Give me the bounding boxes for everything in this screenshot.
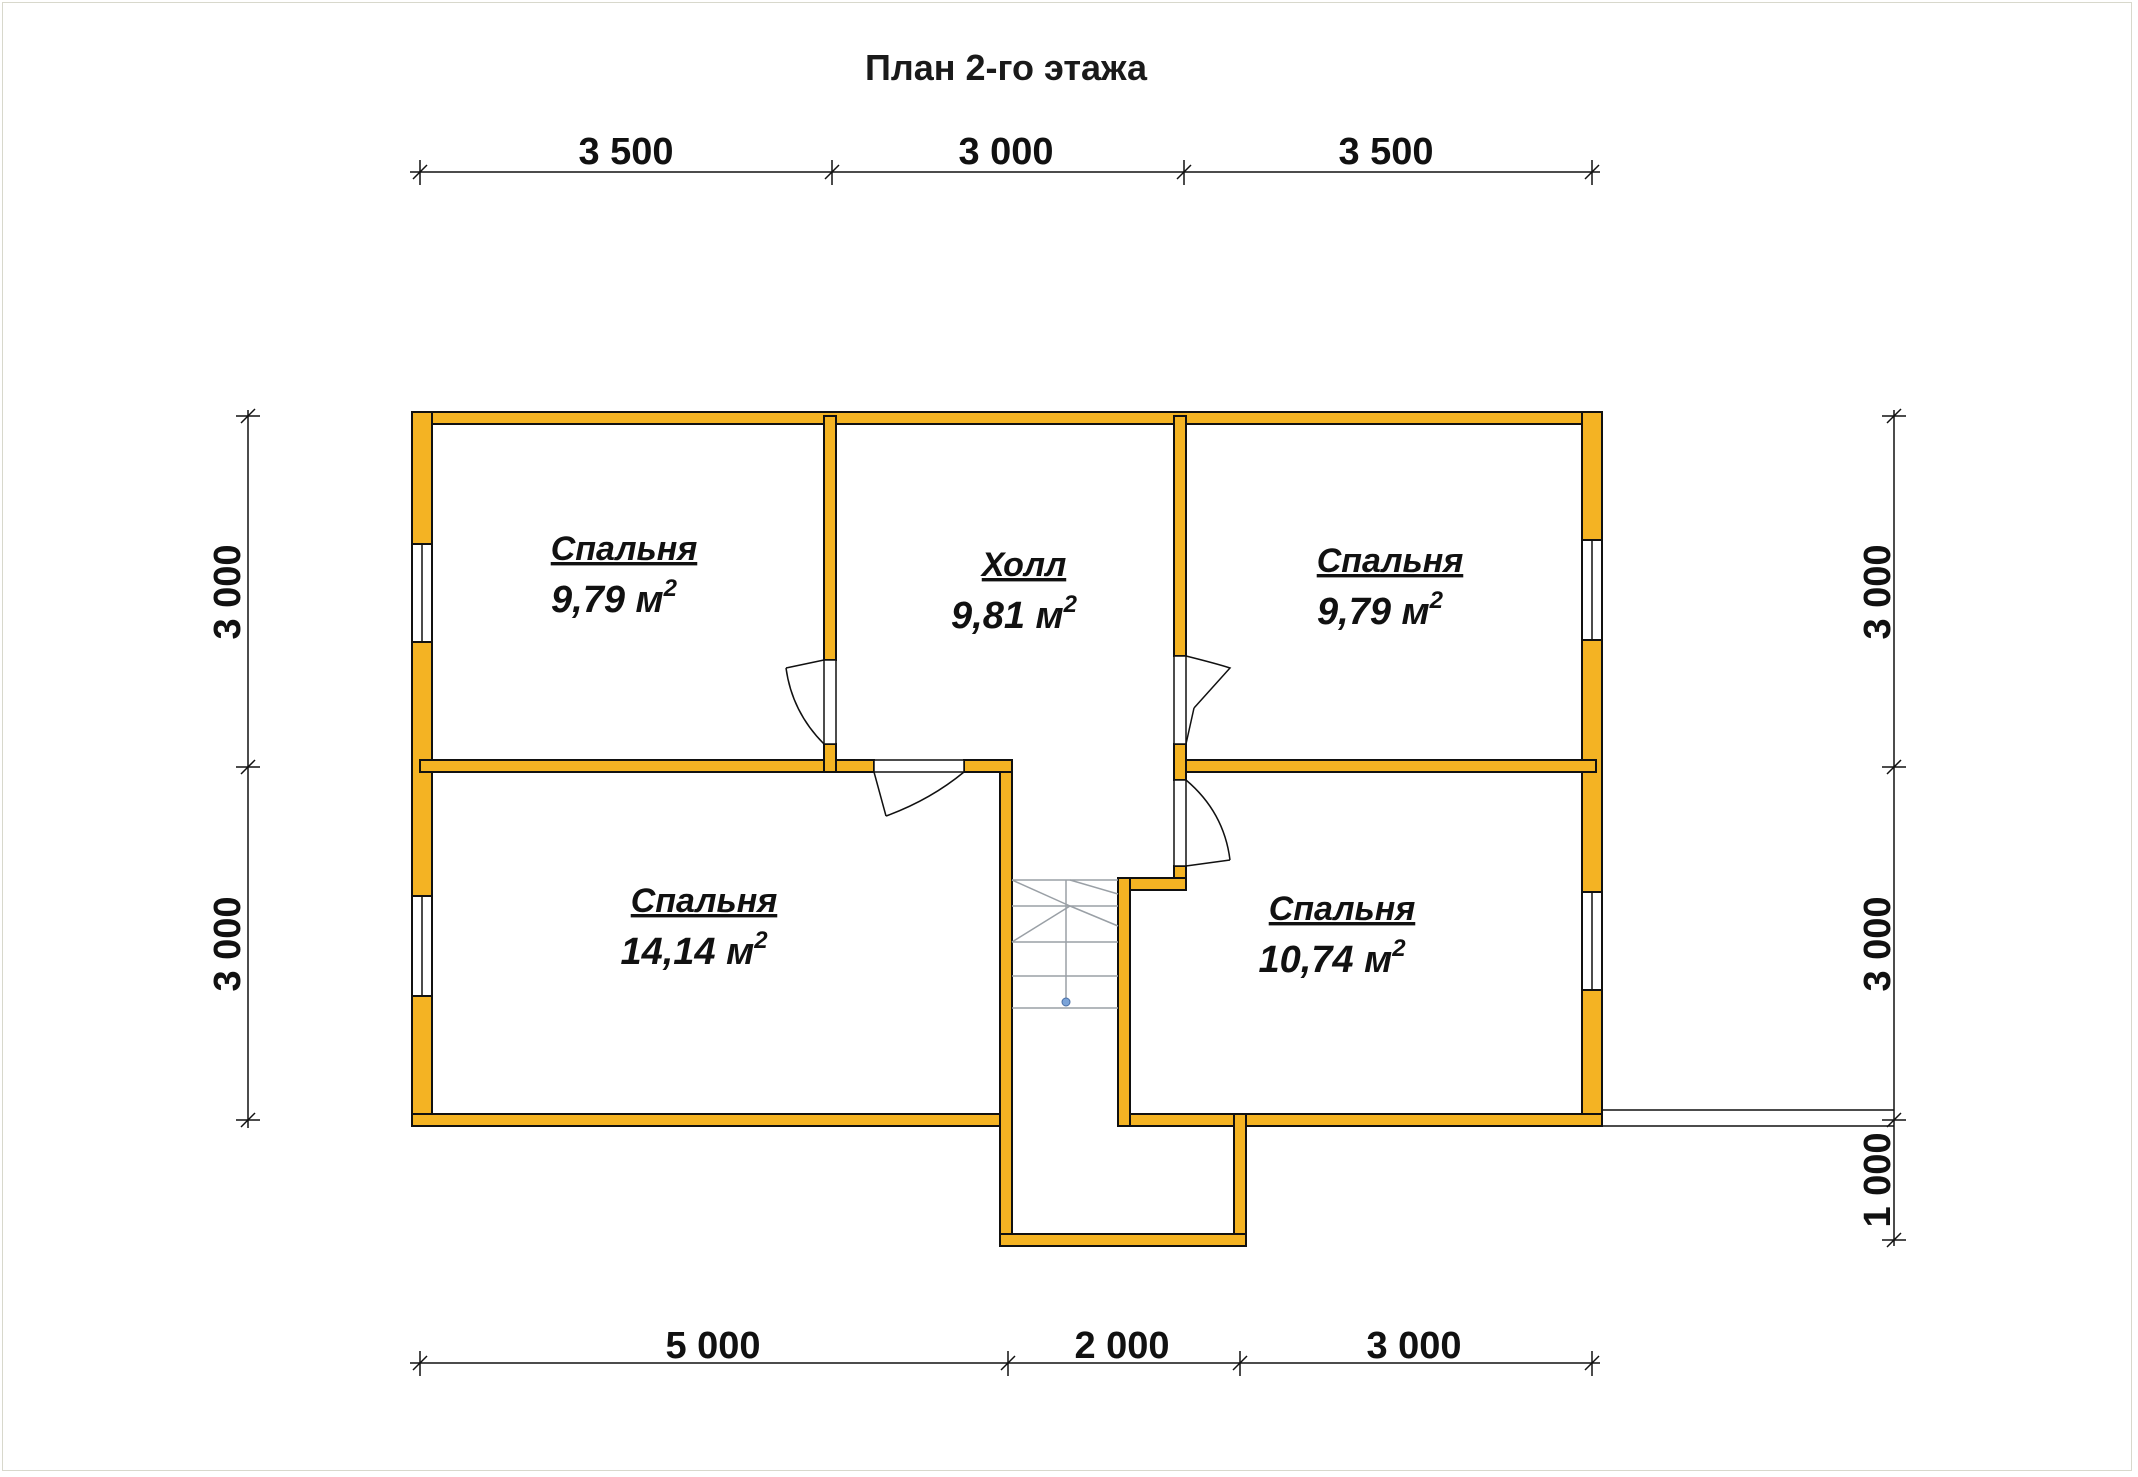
dim-top-1: 3 500 bbox=[578, 131, 673, 173]
wall-top bbox=[411, 411, 1603, 425]
door-bedroom-top-left bbox=[785, 659, 837, 745]
room-area: 14,14 м2 bbox=[620, 927, 768, 973]
dim-bottom-2: 2 000 bbox=[1074, 1325, 1169, 1367]
wall-vert-2-mid bbox=[1173, 743, 1187, 781]
door-bedroom-top-right bbox=[1173, 655, 1232, 745]
wall-bay-left bbox=[999, 759, 1013, 1247]
room-name: Спальня bbox=[551, 530, 698, 568]
dimension-right: 3 000 3 000 1 000 bbox=[1602, 408, 1906, 1248]
room-name: Спальня bbox=[631, 882, 778, 920]
room-area: 9,79 м2 bbox=[1317, 587, 1444, 633]
dim-right-1: 3 000 bbox=[1857, 544, 1899, 639]
room-hall: Холл 9,81 м2 bbox=[951, 546, 1078, 637]
wall-vert-1-upper bbox=[823, 415, 837, 661]
dim-left-1: 3 000 bbox=[207, 544, 249, 639]
wall-left-lower bbox=[411, 995, 433, 1121]
staircase bbox=[1011, 879, 1119, 1009]
dim-right-2: 3 000 bbox=[1857, 896, 1899, 991]
room-bedroom-bottom-left: Спальня 14,14 м2 bbox=[620, 882, 777, 973]
dimension-bottom: 5 000 2 000 3 000 bbox=[410, 1325, 1600, 1376]
room-name: Спальня bbox=[1269, 890, 1416, 928]
walls bbox=[411, 411, 1603, 1247]
room-bedroom-top-right: Спальня 9,79 м2 bbox=[1317, 542, 1464, 633]
wall-bottom-left bbox=[411, 1113, 1013, 1127]
wall-mid-left bbox=[419, 759, 875, 773]
room-area: 9,81 м2 bbox=[951, 591, 1078, 637]
room-area: 10,74 м2 bbox=[1258, 935, 1406, 981]
wall-vert-1-lower bbox=[823, 743, 837, 773]
doors bbox=[785, 655, 1232, 867]
dim-bottom-1: 5 000 bbox=[665, 1325, 760, 1367]
dim-bottom-3: 3 000 bbox=[1366, 1325, 1461, 1367]
wall-bottom-right bbox=[1117, 1113, 1603, 1127]
plan-title: План 2-го этажа bbox=[865, 47, 1148, 88]
windows bbox=[411, 539, 1603, 997]
stair-direction-marker bbox=[1061, 997, 1071, 1007]
wall-right-upper bbox=[1581, 411, 1603, 541]
wall-left-upper bbox=[411, 411, 433, 545]
door-bedroom-bottom-right bbox=[1173, 779, 1231, 867]
wall-mid-left-2 bbox=[963, 759, 1013, 773]
dimension-left: 3 000 3 000 bbox=[207, 408, 260, 1128]
wall-vert-2-upper bbox=[1173, 415, 1187, 657]
room-bedroom-bottom-right: Спальня 10,74 м2 bbox=[1258, 890, 1415, 981]
wall-mid-right bbox=[1175, 759, 1597, 773]
wall-right-lower bbox=[1581, 989, 1603, 1127]
dimension-top: 3 500 3 000 3 500 bbox=[410, 131, 1600, 185]
wall-bay-bottom bbox=[999, 1233, 1247, 1247]
wall-bay-right bbox=[1233, 1113, 1247, 1247]
room-name: Спальня bbox=[1317, 542, 1464, 580]
dim-top-3: 3 500 bbox=[1338, 131, 1433, 173]
dim-right-3: 1 000 bbox=[1857, 1132, 1899, 1227]
wall-stair-side bbox=[1117, 877, 1131, 1127]
room-bedroom-top-left: Спальня 9,79 м2 bbox=[551, 530, 698, 621]
door-bedroom-bottom-left bbox=[873, 759, 965, 817]
room-name: Холл bbox=[980, 546, 1066, 584]
dim-left-2: 3 000 bbox=[207, 896, 249, 991]
dim-top-2: 3 000 bbox=[958, 131, 1053, 173]
room-area: 9,79 м2 bbox=[551, 575, 678, 621]
